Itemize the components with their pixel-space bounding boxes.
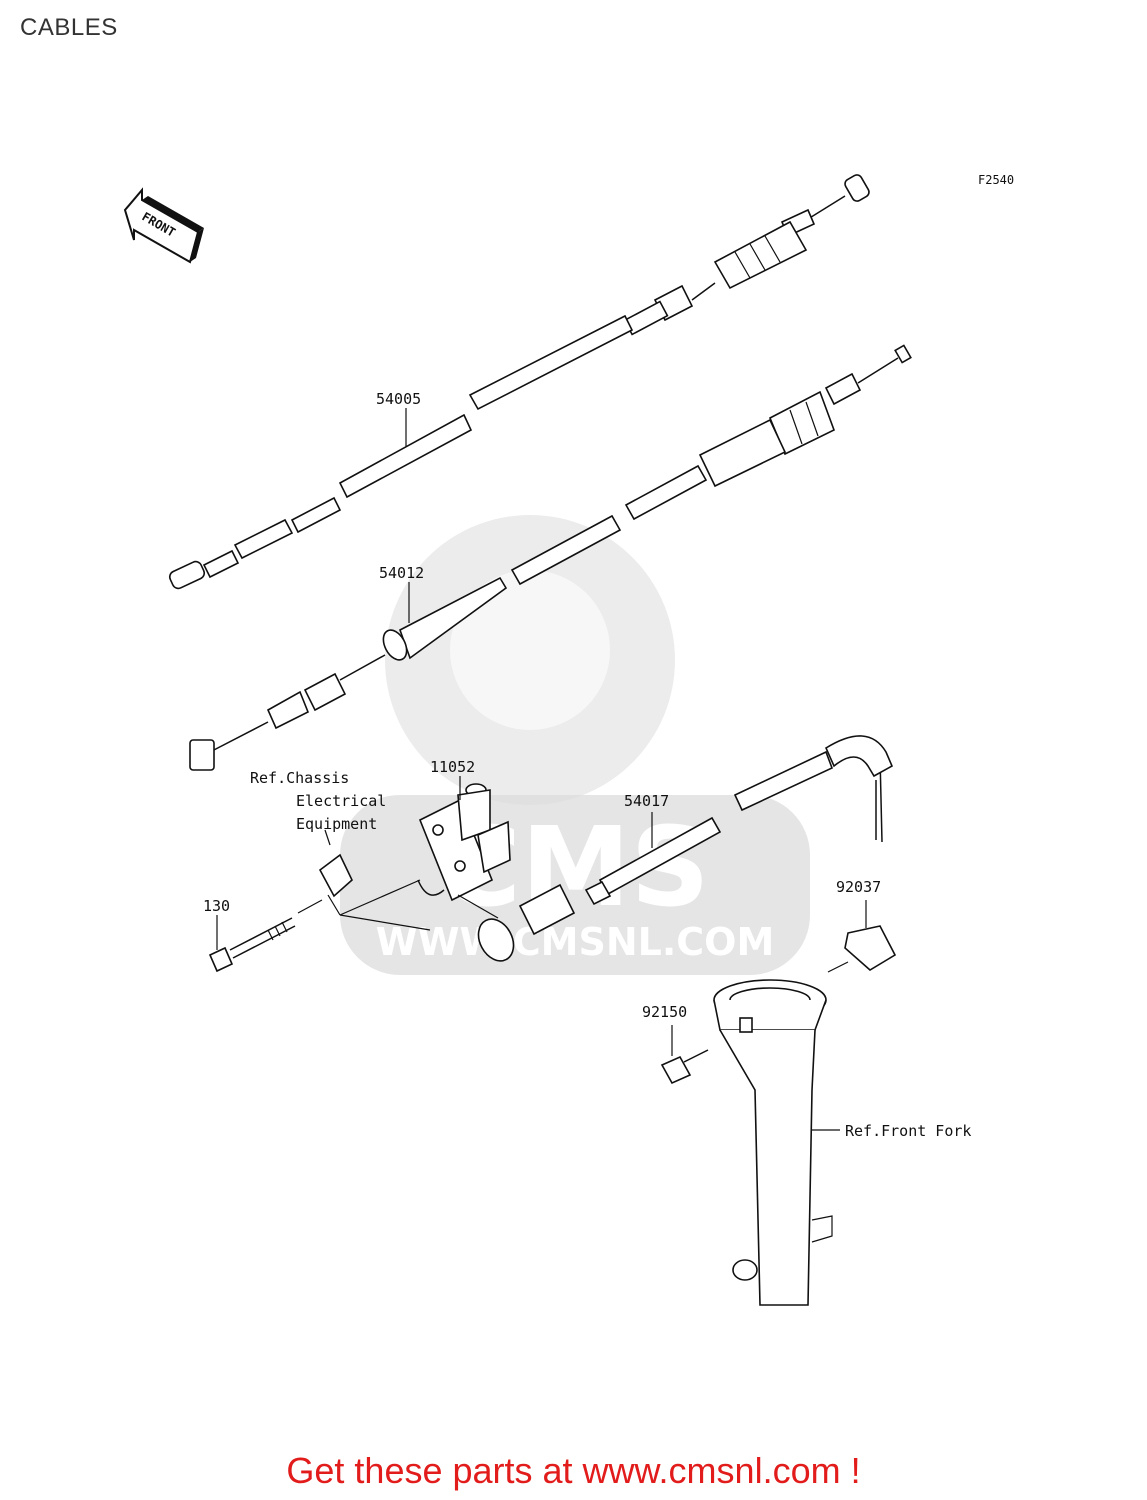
part-number-54005: 54005 bbox=[376, 390, 421, 408]
cable-54012 bbox=[189, 344, 912, 771]
cable-54017 bbox=[457, 735, 894, 962]
figure-code: F2540 bbox=[978, 173, 1014, 187]
clamp-92037 bbox=[827, 900, 897, 973]
promo-link[interactable]: Get these parts at www.cmsnl.com ! bbox=[286, 1450, 861, 1491]
bolt-130 bbox=[208, 899, 323, 973]
ref-chassis-line1: Ref.Chassis bbox=[250, 769, 349, 787]
part-number-92150: 92150 bbox=[642, 1003, 687, 1021]
part-number-92037: 92037 bbox=[836, 878, 881, 896]
chassis-bracket bbox=[318, 829, 431, 931]
ref-chassis-line2: Electrical bbox=[296, 792, 386, 810]
ref-chassis-line3: Equipment bbox=[296, 815, 377, 833]
parts-diagram: CMS WWW.CMSNL.COM F2540 FRONT 54005 bbox=[123, 173, 1014, 1306]
cable-54005 bbox=[168, 174, 870, 590]
part-number-54012: 54012 bbox=[379, 564, 424, 582]
page-title: CABLES bbox=[20, 14, 118, 41]
switch-11052 bbox=[417, 776, 511, 902]
ref-front-fork: Ref.Front Fork bbox=[845, 1122, 971, 1140]
part-number-54017: 54017 bbox=[624, 792, 669, 810]
bolt-92150 bbox=[660, 1025, 709, 1085]
part-number-130: 130 bbox=[203, 897, 230, 915]
watermark-url: WWW.CMSNL.COM bbox=[376, 920, 775, 964]
front-fork bbox=[713, 979, 840, 1306]
watermark: CMS WWW.CMSNL.COM bbox=[340, 515, 810, 975]
front-arrow-icon: FRONT bbox=[123, 187, 204, 264]
part-number-11052: 11052 bbox=[430, 758, 475, 776]
